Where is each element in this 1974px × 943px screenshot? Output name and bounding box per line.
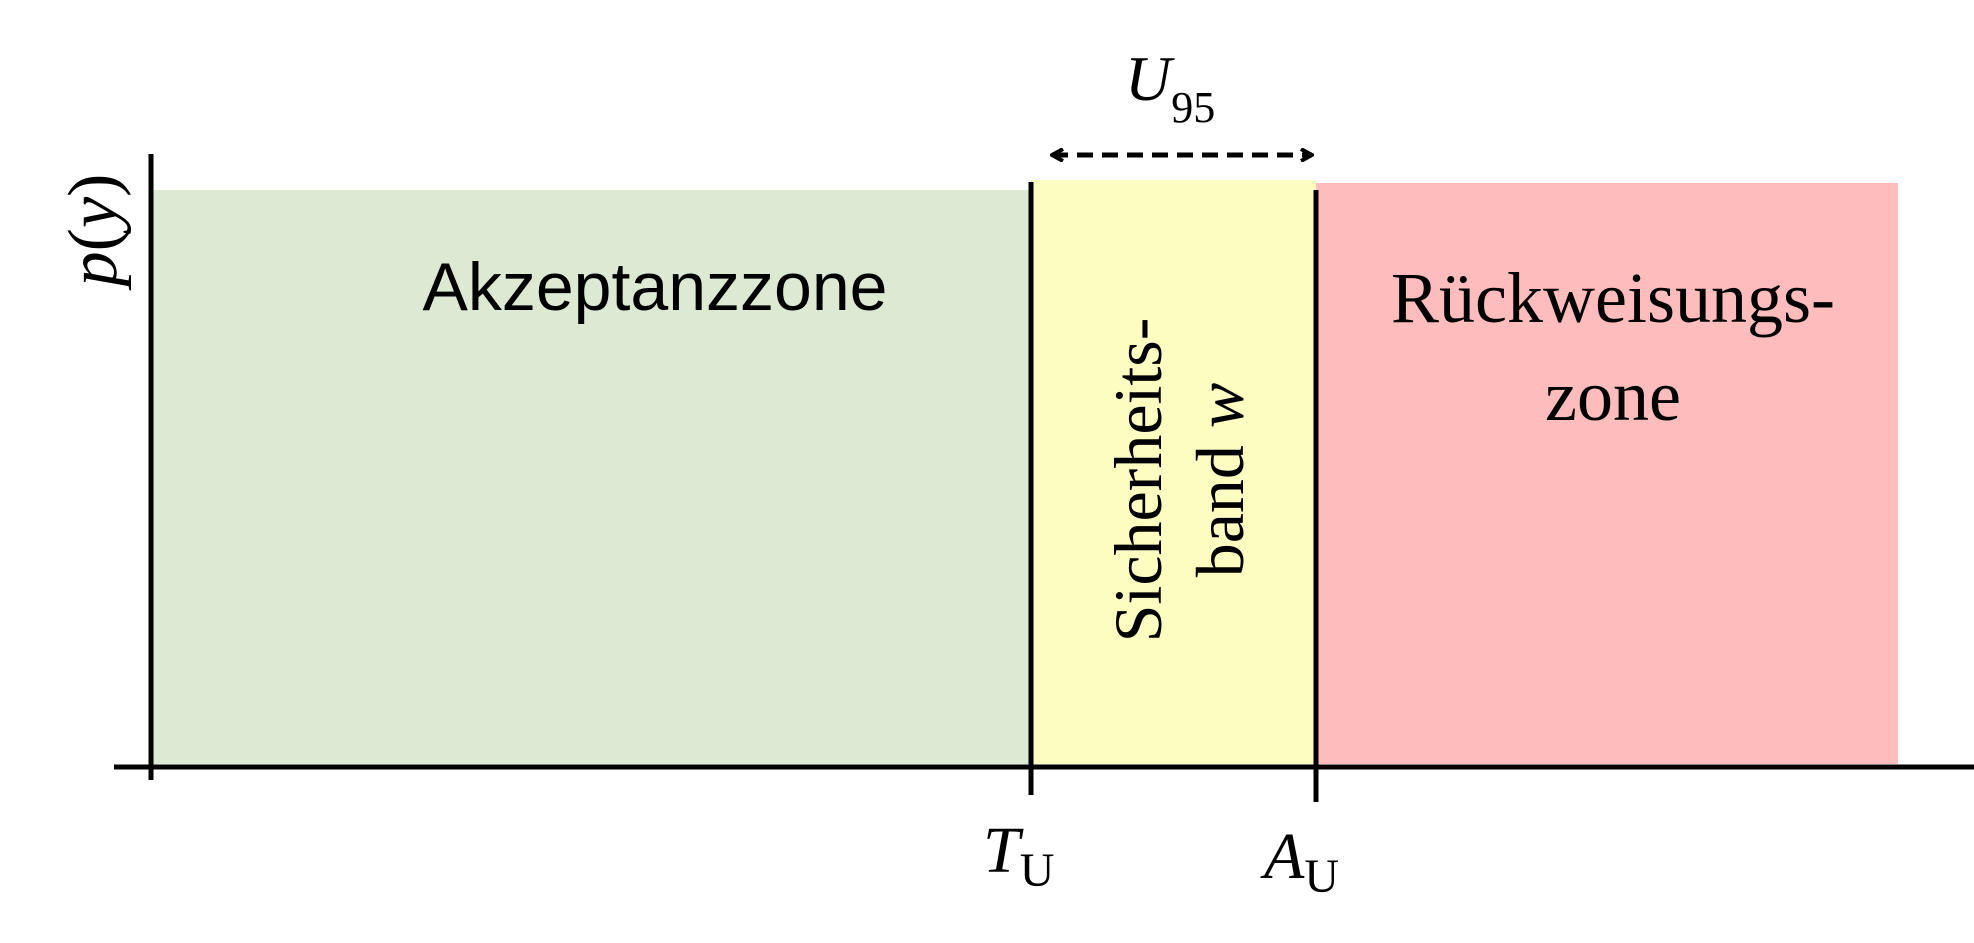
guard-band-label-line1: Sicherheits- — [1100, 318, 1176, 643]
guard-band-label: Sicherheits- band w — [1100, 318, 1258, 643]
rejection-zone — [1316, 183, 1898, 764]
rejection-zone-label-line1: Rückweisungs- — [1391, 258, 1835, 338]
acceptance-zone — [151, 190, 1031, 764]
y-axis-label: p(y) — [55, 174, 132, 292]
guard-band-label-line2: band w — [1182, 383, 1258, 578]
rejection-zone-label-line2: zone — [1545, 356, 1681, 436]
guard-band-zone — [1031, 180, 1316, 764]
acceptance-zone-label: Akzeptanzzone — [423, 249, 888, 325]
acceptance-limit-label: AU — [1260, 820, 1339, 903]
tolerance-limit-label: TU — [983, 814, 1054, 897]
uncertainty-label: U95 — [1125, 43, 1215, 132]
